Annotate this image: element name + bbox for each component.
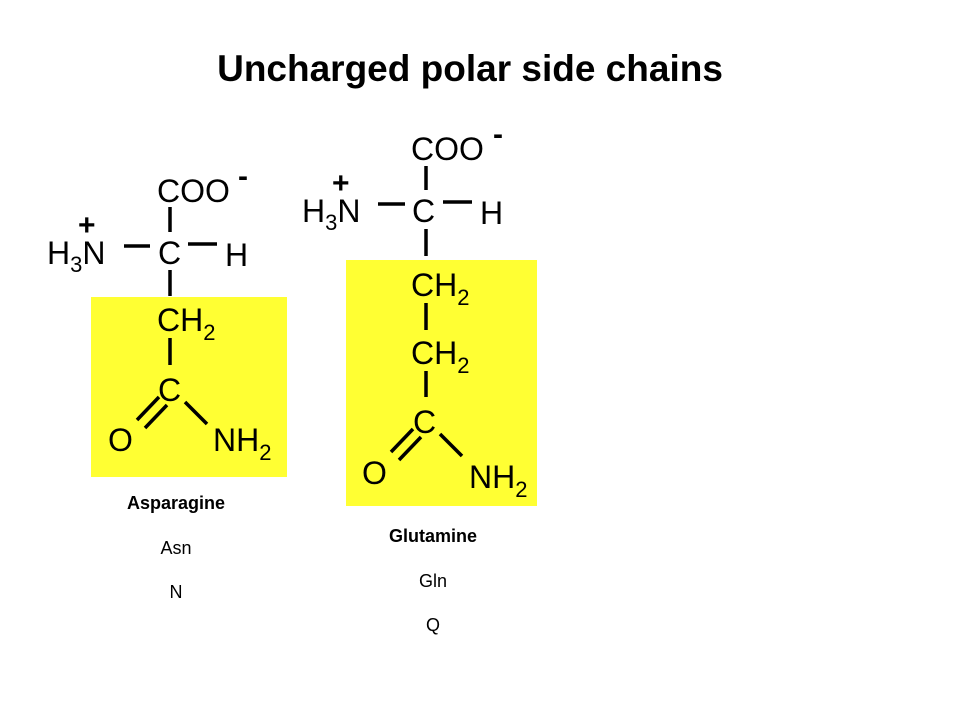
gln-alpha-carbon: C: [412, 193, 435, 229]
gln-amine-label: H3N: [302, 193, 360, 235]
asn-ch2-1: CH2: [157, 302, 215, 345]
asn-amine-label: H3N: [47, 235, 105, 277]
asparagine-one-letter: N: [169, 582, 183, 602]
asparagine-name: Asparagine: [126, 493, 226, 513]
asn-bond-cn: [183, 400, 209, 426]
gln-bond-cn: [438, 432, 464, 458]
asn-amide-nitrogen: NH2: [213, 422, 271, 465]
asparagine-structure: COO - + H3N C H CH2 C O NH2: [47, 160, 271, 465]
glutamine-one-letter: Q: [425, 615, 440, 635]
asparagine-three-letter: Asn: [160, 538, 192, 558]
asn-amine-charge: +: [78, 209, 96, 242]
asn-carboxylate-charge: -: [238, 160, 248, 193]
asparagine-side-chain-highlight: [91, 297, 287, 477]
gln-bond-co-1: [389, 427, 415, 454]
gln-bond-co-2: [397, 435, 423, 462]
gln-amide-nitrogen: NH2: [469, 459, 527, 502]
glutamine-three-letter: Gln: [418, 571, 447, 591]
asn-bond-co-1: [135, 395, 161, 422]
asn-amide-oxygen: O: [108, 422, 133, 458]
gln-ch2-2: CH2: [411, 335, 469, 378]
glutamine-structure: COO - + H3N C H CH2 CH2 C O NH2: [302, 118, 527, 502]
gln-amine-charge: +: [332, 167, 350, 200]
page-title: Uncharged polar side chains: [217, 48, 723, 89]
glutamine-side-chain-highlight: [346, 260, 537, 506]
asn-bond-co-2: [143, 403, 169, 430]
gln-carboxylate-charge: -: [493, 118, 503, 151]
gln-carboxylate-label: COO: [411, 131, 484, 167]
asparagine-caption: Asparagine Asn N: [76, 494, 276, 601]
gln-alpha-h: H: [480, 195, 503, 231]
glutamine-caption: Glutamine Gln Q: [333, 527, 533, 634]
glutamine-name: Glutamine: [388, 526, 477, 546]
asn-carboxylate-label: COO: [157, 173, 230, 209]
asn-amide-carbon: C: [158, 372, 181, 408]
asn-alpha-carbon: C: [158, 235, 181, 271]
gln-amide-oxygen: O: [362, 455, 387, 491]
gln-amide-carbon: C: [413, 404, 436, 440]
gln-ch2-1: CH2: [411, 267, 469, 310]
asn-alpha-h: H: [225, 237, 248, 273]
